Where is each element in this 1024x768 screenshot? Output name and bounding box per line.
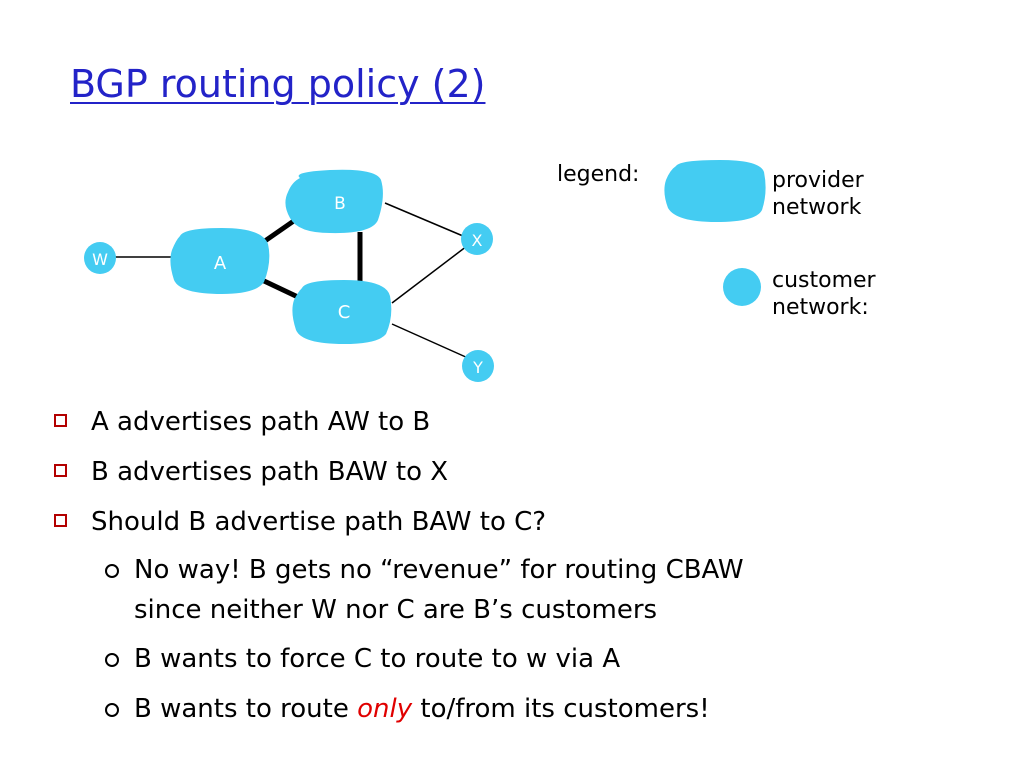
square-bullet-icon — [54, 464, 67, 477]
square-bullet-icon — [54, 414, 67, 427]
network-diagram: B A C W X Y — [84, 160, 766, 382]
link-b-x — [384, 202, 464, 237]
legend-label: legend: — [557, 162, 640, 187]
page-title: BGP routing policy (2) — [70, 62, 486, 106]
emphasis-text: only — [357, 694, 413, 724]
legend-provider-text: provider network — [772, 168, 864, 220]
provider-network-b — [285, 169, 383, 234]
node-label-w: W — [92, 250, 108, 269]
circle-bullet-icon — [105, 703, 119, 717]
circle-bullet-icon — [105, 564, 119, 578]
customer-network-y — [462, 350, 494, 382]
customer-network-x — [461, 223, 493, 255]
customer-network-w — [84, 242, 116, 274]
node-label-b: B — [334, 194, 346, 214]
sub-bullet-item: No way! B gets no “revenue” for routing … — [52, 550, 982, 639]
link-c-x — [391, 245, 468, 304]
legend-customer-text: customer network: — [772, 268, 876, 320]
link-a-b — [260, 215, 300, 246]
provider-network-c — [292, 280, 392, 344]
node-label-c: C — [338, 302, 351, 323]
provider-network-a — [170, 228, 270, 294]
bullet-item: A advertises path AW to B — [52, 400, 982, 450]
sub-bullet-item: B wants to force C to route to w via A — [52, 639, 982, 689]
legend-provider-shape — [664, 160, 766, 222]
sub-bullet-item: B wants to route only to/from its custom… — [52, 689, 982, 739]
bullet-item: B advertises path BAW to X — [52, 450, 982, 500]
bullet-item: Should B advertise path BAW to C? — [52, 500, 982, 550]
bullet-list: A advertises path AW to B B advertises p… — [52, 400, 982, 739]
square-bullet-icon — [54, 514, 67, 527]
legend-customer-shape — [723, 268, 761, 306]
node-label-y: Y — [472, 358, 483, 377]
link-c-y — [391, 323, 469, 359]
node-label-x: X — [472, 231, 483, 250]
link-a-c — [260, 277, 302, 301]
node-label-a: A — [214, 253, 227, 274]
circle-bullet-icon — [105, 653, 119, 667]
